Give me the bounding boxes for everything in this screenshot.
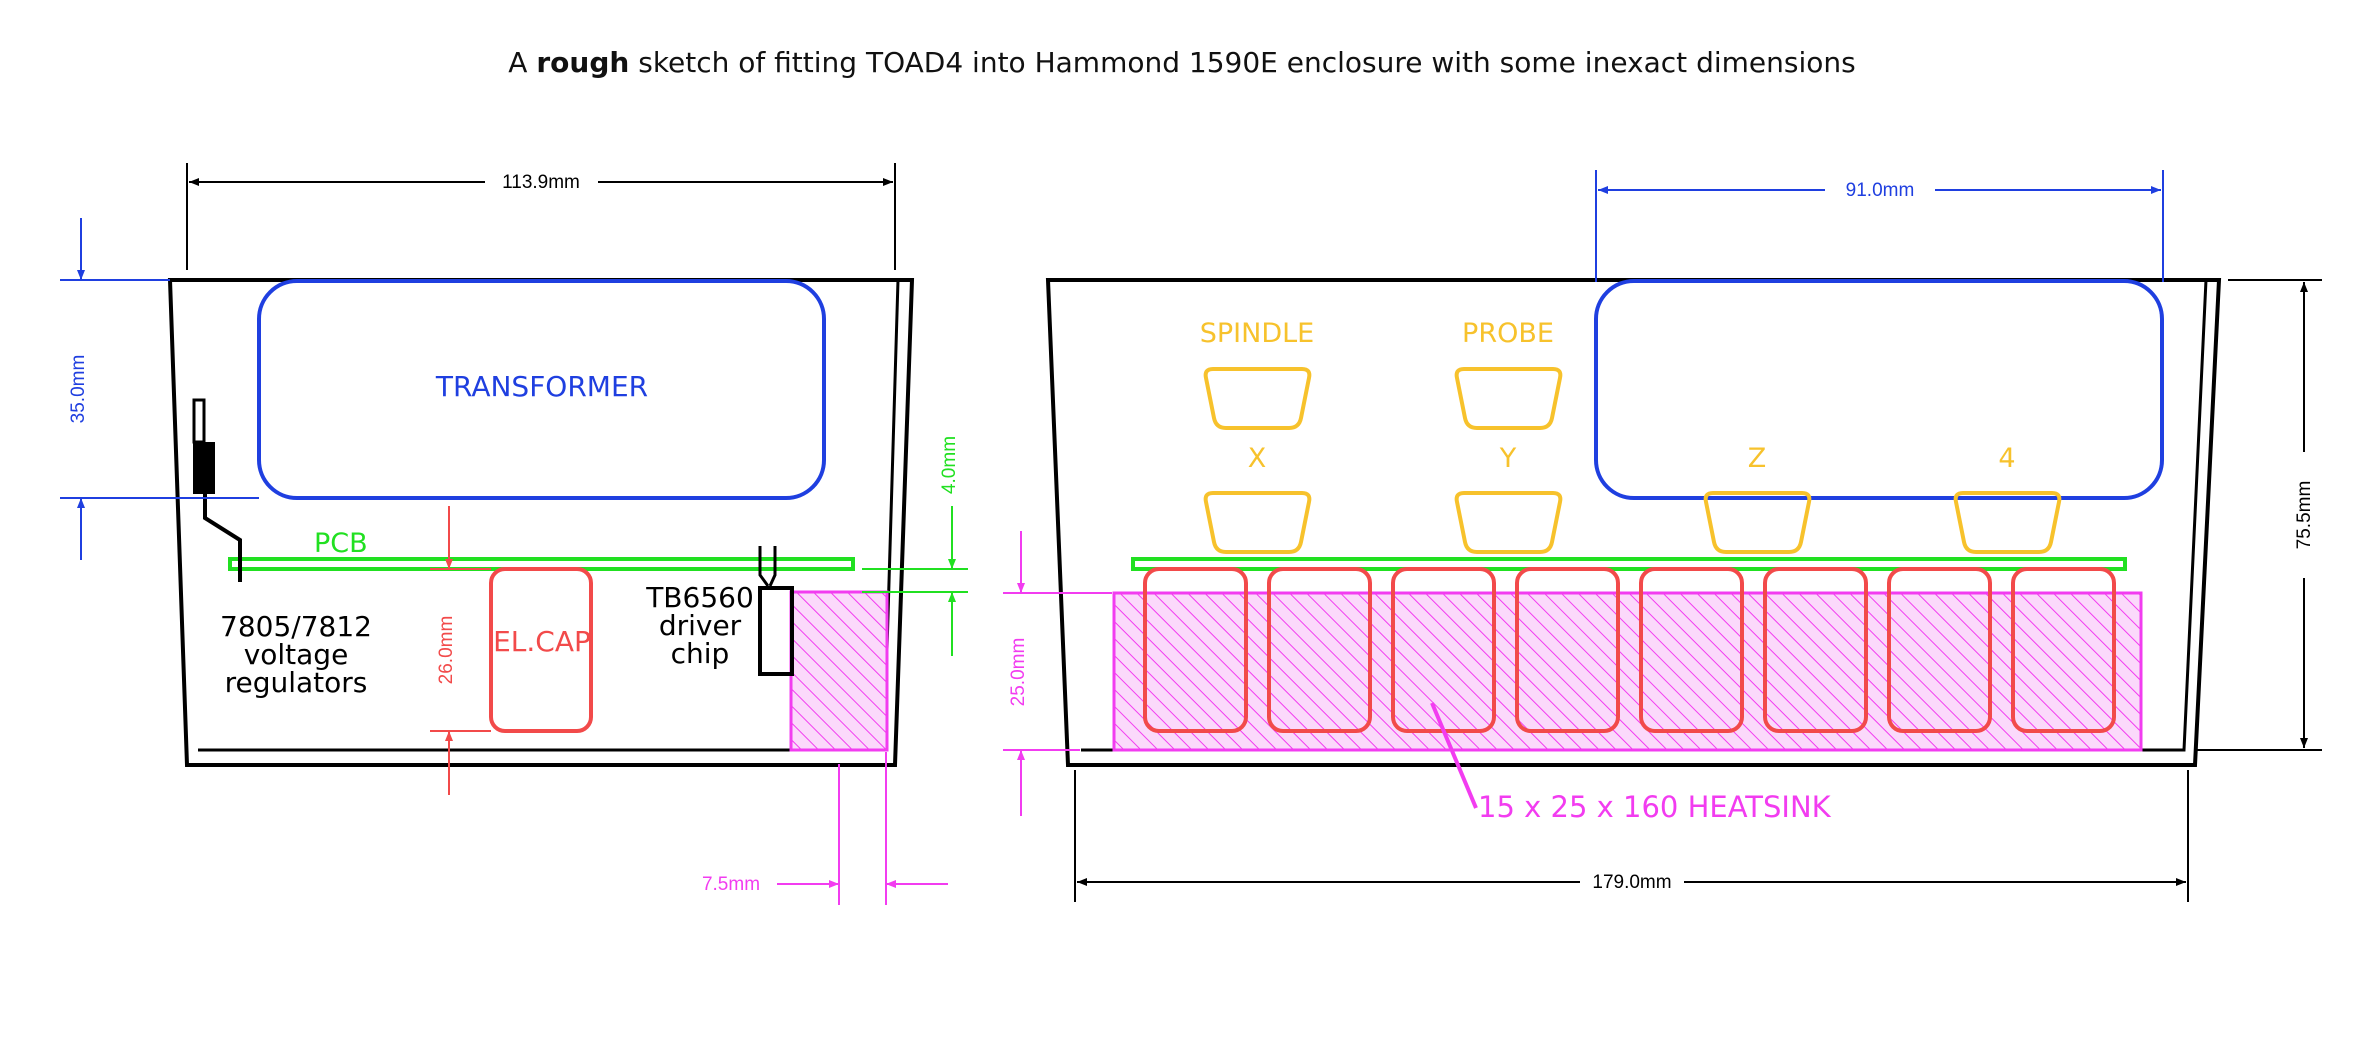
front-heatsink [1112, 591, 2143, 752]
driver-modules [1143, 567, 2116, 733]
front-heatsink-height-dimension: 25.0mm [1003, 531, 1112, 816]
cap-height-dimension: 26.0mm [430, 506, 491, 795]
title-emphasis: rough [536, 46, 630, 79]
side-view: TRANSFORMER PCB EL.CAP 7805/7812 voltage… [60, 163, 968, 905]
front-heatsink-height-dim-label: 25.0mm [1008, 638, 1029, 707]
front-transformer-width-dim-label: 91.0mm [1846, 180, 1915, 201]
driver-module [1763, 567, 1868, 733]
driver-label-line3: chip [671, 637, 730, 670]
pcb-gap-dimension: 4.0mm [862, 436, 968, 656]
driver-module [1515, 567, 1620, 733]
connector-x [1203, 491, 1312, 554]
heatsink-offset-dimension: 7.5mm [702, 752, 948, 905]
cap-height-dim-label: 26.0mm [436, 616, 457, 685]
front-width-dimension: 179.0mm [1074, 770, 2189, 902]
driver-label-line1: TB6560 [645, 581, 754, 614]
title-prefix: A [508, 46, 537, 79]
connector-label-y: Y [1499, 443, 1517, 474]
title-suffix: sketch of fitting TOAD4 into Hammond 159… [629, 46, 1856, 79]
front-pcb [1131, 557, 2127, 571]
connector-label-z: Z [1748, 443, 1767, 474]
side-heatsink [789, 590, 889, 752]
voltage-regulator-shape [192, 398, 242, 582]
side-width-dim-label: 113.9mm [502, 172, 580, 193]
connector-label-spindle: SPINDLE [1200, 318, 1314, 349]
connector-label-x: X [1248, 443, 1267, 474]
front-height-dim-label: 75.5mm [2294, 481, 2315, 550]
connector-spindle [1203, 367, 1312, 430]
connector-y [1454, 491, 1563, 554]
front-transformer-width-dimension: 91.0mm [1595, 170, 2164, 282]
front-view: SPINDLE PROBE X Y Z 4 15 x 25 x 160 HEAT… [1003, 170, 2322, 902]
side-transformer-label: TRANSFORMER [435, 370, 648, 403]
connector-label-probe: PROBE [1462, 318, 1554, 349]
regulator-label-line2: voltage [244, 638, 349, 671]
driver-module [1267, 567, 1372, 733]
side-el-cap [489, 567, 593, 733]
side-pcb-label: PCB [314, 528, 368, 559]
driver-module [2011, 567, 2116, 733]
heatsink-offset-dim-label: 7.5mm [702, 874, 760, 895]
driver-chip-shape [758, 546, 794, 676]
side-transformer [257, 279, 826, 500]
heatsink-leader-line [1430, 702, 1478, 809]
connector-4 [1953, 491, 2062, 554]
transformer-height-dim-label: 35.0mm [68, 355, 89, 424]
front-width-dim-label: 179.0mm [1592, 872, 1671, 893]
driver-module [1887, 567, 1992, 733]
pcb-gap-dim-label: 4.0mm [939, 436, 960, 494]
transformer-height-dimension: 35.0mm [60, 218, 259, 560]
diagram-title: A rough sketch of fitting TOAD4 into Ham… [0, 46, 2364, 79]
front-height-dimension: 75.5mm [2197, 279, 2322, 751]
connector-z [1703, 491, 1812, 554]
side-el-cap-label: EL.CAP [493, 625, 591, 658]
connector-label-4: 4 [1998, 443, 2015, 474]
driver-module [1639, 567, 1744, 733]
front-transformer [1594, 279, 2164, 500]
driver-module [1143, 567, 1248, 733]
regulator-label-line1: 7805/7812 [220, 610, 372, 643]
driver-label-line2: driver [659, 609, 742, 642]
regulator-label-line3: regulators [225, 666, 368, 699]
heatsink-label: 15 x 25 x 160 HEATSINK [1478, 790, 1832, 824]
side-width-dimension: 113.9mm [186, 163, 896, 270]
connector-probe [1454, 367, 1563, 430]
